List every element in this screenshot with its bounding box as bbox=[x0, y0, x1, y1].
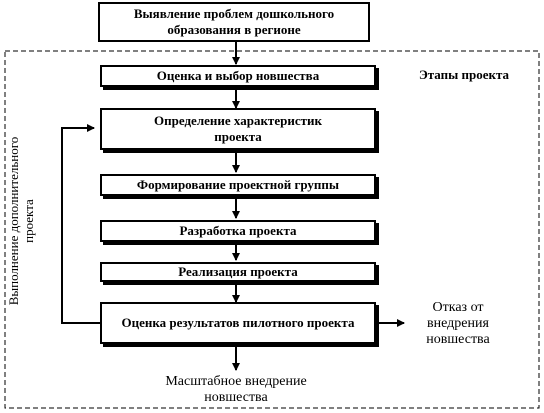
reject-line3: новшества bbox=[426, 332, 490, 347]
reject-line2: внедрения bbox=[427, 316, 489, 331]
node-problems-label: Выявление проблем дошкольного образовани… bbox=[133, 6, 335, 37]
additional-work-label: Выполнение дополнительного проекта bbox=[6, 121, 38, 321]
node-evaluate-pilot-label: Оценка результатов пилотного проекта bbox=[121, 315, 355, 330]
additional-work-line2: проекта bbox=[21, 199, 36, 243]
node-define-characteristics: Определение характеристик проекта bbox=[100, 108, 376, 150]
scale-label: Масштабное внедрение новшества bbox=[136, 374, 336, 406]
node-assess-select-label: Оценка и выбор новшества bbox=[156, 68, 320, 83]
scale-line2: новшества bbox=[204, 390, 268, 405]
stages-label: Этапы проекта bbox=[418, 67, 510, 82]
reject-line1: Отказ от bbox=[432, 300, 484, 315]
node-problems: Выявление проблем дошкольного образовани… bbox=[98, 2, 370, 42]
node-implement: Реализация проекта bbox=[100, 262, 376, 282]
node-define-characteristics-label: Определение характеристик проекта bbox=[154, 113, 322, 144]
node-form-team-label: Формирование проектной группы bbox=[136, 177, 340, 192]
node-evaluate-pilot: Оценка результатов пилотного проекта bbox=[100, 302, 376, 344]
scale-line1: Масштабное внедрение bbox=[165, 374, 307, 389]
reject-label: Отказ от внедрения новшества bbox=[408, 300, 508, 348]
additional-work-line1: Выполнение дополнительного bbox=[6, 136, 21, 306]
node-develop: Разработка проекта bbox=[100, 220, 376, 242]
node-implement-label: Реализация проекта bbox=[178, 264, 298, 279]
node-form-team: Формирование проектной группы bbox=[100, 174, 376, 196]
project-stages-frame bbox=[4, 50, 540, 409]
node-assess-select: Оценка и выбор новшества bbox=[100, 65, 376, 87]
feedback-loop-line bbox=[61, 124, 100, 324]
node-develop-label: Разработка проекта bbox=[179, 223, 297, 238]
